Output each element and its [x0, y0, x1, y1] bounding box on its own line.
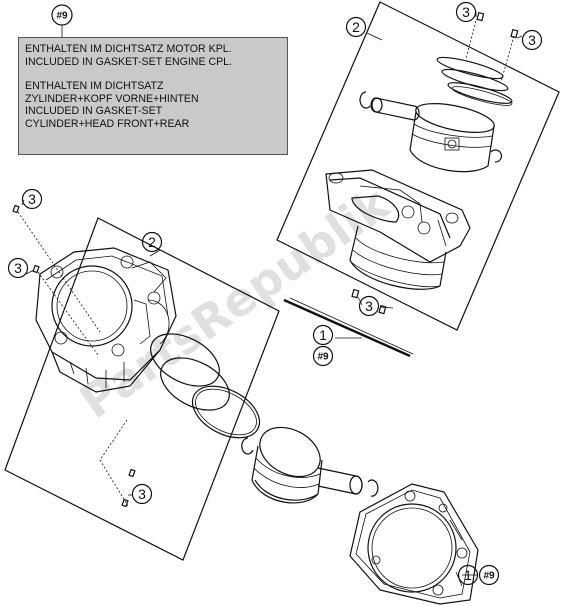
piston-rings-top: [436, 56, 513, 106]
note-tag: #9: [51, 4, 73, 37]
svg-text:3: 3: [14, 260, 22, 276]
callout-3-left-a: 3: [21, 188, 43, 210]
head-gasket: [349, 483, 479, 605]
note-line-2: INCLUDED IN GASKET-SET ENGINE CPL.: [25, 55, 233, 68]
piston-rings-left: [150, 333, 261, 439]
svg-text:#9: #9: [317, 352, 329, 363]
piston-left: [251, 426, 323, 504]
svg-text:2: 2: [352, 19, 360, 35]
callout-1-bottom: 1 #9: [457, 564, 500, 586]
piston-top: [409, 103, 495, 173]
watermark-text: PartsRepublik: [70, 176, 399, 429]
svg-text:#9: #9: [56, 11, 68, 22]
note-line-5: INCLUDED IN GASKET-SET: [25, 105, 163, 118]
thin-gasket-mid: [283, 297, 414, 358]
piston-pin-left: [241, 437, 379, 497]
svg-text:1: 1: [464, 567, 472, 583]
callout-3-left-c: 3: [131, 483, 153, 505]
svg-text:#9: #9: [483, 571, 495, 582]
note-line-3: ENTHALTEN IM DICHTSATZ: [25, 80, 164, 93]
callout-2-top: 2: [345, 16, 367, 38]
note-line-4: ZYLINDER+KOPF VORNE+HINTEN: [25, 92, 199, 105]
callout-3-top-a: 3: [455, 1, 477, 23]
svg-text:3: 3: [28, 191, 36, 207]
cylinder-top: [325, 169, 471, 290]
svg-text:2: 2: [148, 234, 156, 250]
svg-text:3: 3: [462, 4, 470, 20]
dowel-pins-left: [12, 204, 136, 508]
bottom-assembly-frame: [4, 217, 280, 561]
callout-3-top-c: 3: [358, 295, 380, 317]
callout-1-mid: 1 #9: [312, 324, 334, 367]
leaders-top: [357, 11, 523, 309]
note-line-6: CYLINDER+HEAD FRONT+REAR: [25, 117, 190, 130]
svg-text:3: 3: [365, 298, 373, 314]
callout-3-left-b: 3: [7, 257, 29, 279]
gasket-set-note: ENTHALTEN IM DICHTSATZ MOTOR KPL. INCLUD…: [18, 37, 288, 155]
cylinder-left: [35, 247, 177, 393]
dowel-pins-top: [351, 11, 519, 315]
svg-text:1: 1: [319, 327, 327, 343]
leaders-left: [17, 199, 478, 576]
svg-text:3: 3: [528, 32, 536, 48]
callout-2-left: 2: [141, 231, 163, 253]
piston-pin-top: [359, 91, 503, 163]
top-assembly-frame: [276, 1, 560, 331]
svg-text:3: 3: [138, 486, 146, 502]
callout-3-top-b: 3: [521, 29, 543, 51]
note-line-1: ENTHALTEN IM DICHTSATZ MOTOR KPL.: [25, 43, 232, 55]
